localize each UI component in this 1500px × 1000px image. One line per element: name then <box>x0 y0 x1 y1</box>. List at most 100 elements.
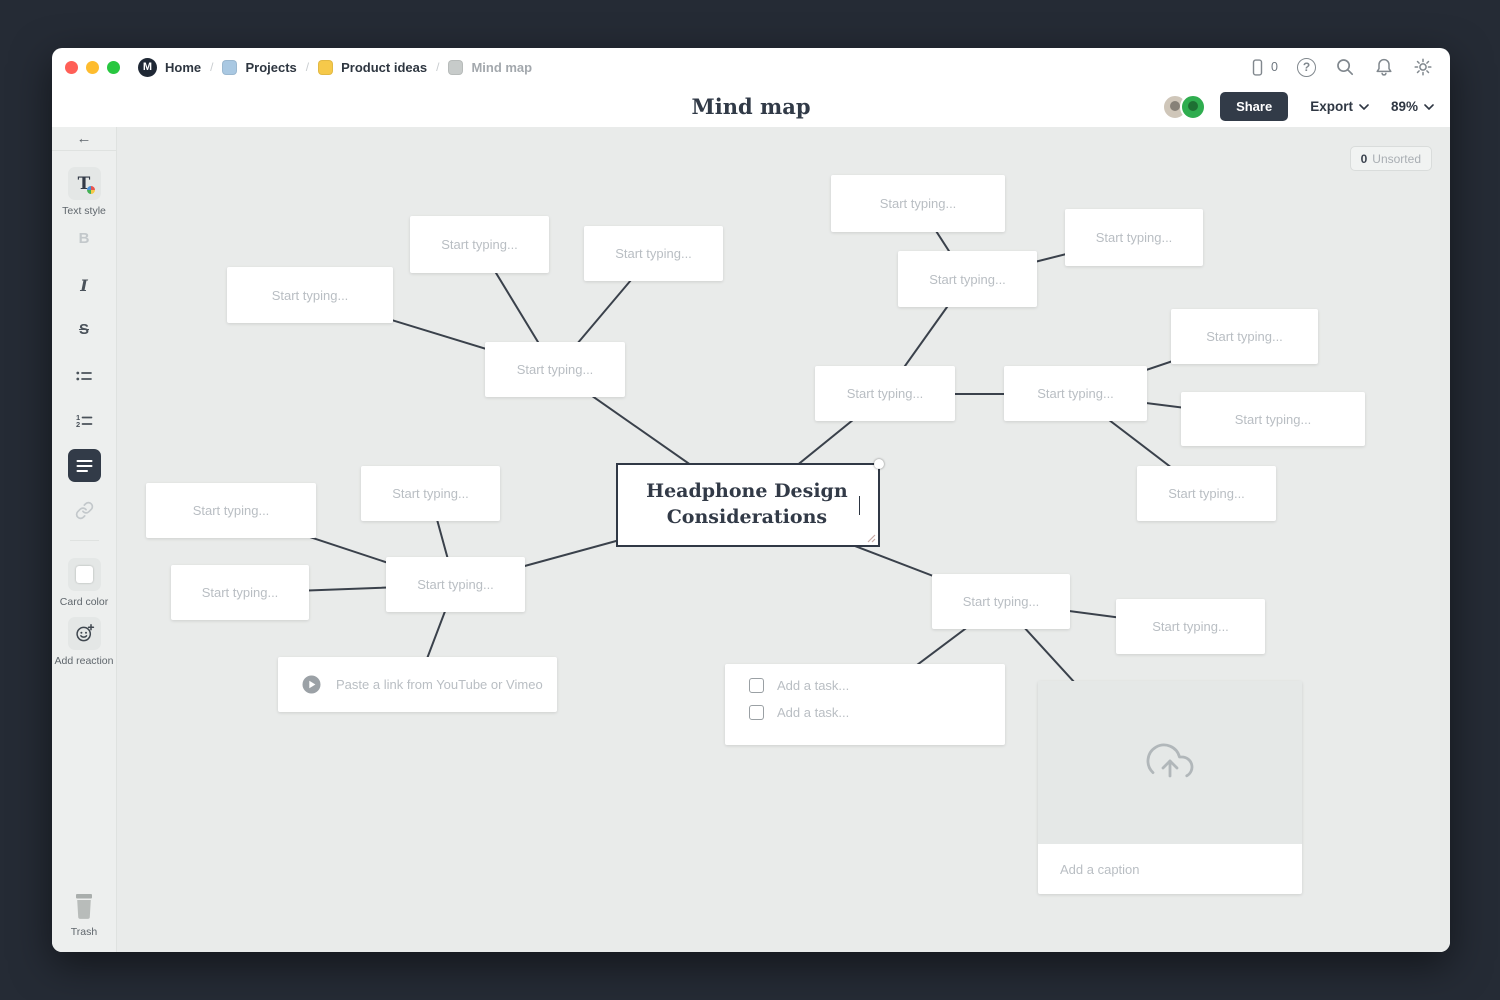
text-caret <box>858 495 860 515</box>
card-color-button[interactable]: Card color <box>52 558 116 608</box>
mindmap-node[interactable]: Start typing... <box>1181 392 1365 446</box>
breadcrumb-label: Home <box>165 59 202 75</box>
trash-label: Trash <box>70 926 98 938</box>
back-arrow-icon: ← <box>76 130 92 147</box>
board-icon <box>318 59 334 75</box>
help-icon[interactable]: ? <box>1297 57 1316 77</box>
text-style-button[interactable]: T Text style <box>52 167 116 217</box>
node-placeholder: Start typing... <box>879 196 957 211</box>
titlebar-icons: 0 ? <box>1248 57 1433 77</box>
mindmap-node[interactable]: Start typing... <box>584 226 723 281</box>
node-placeholder: Start typing... <box>962 594 1040 609</box>
window-minimize-button[interactable] <box>86 60 99 74</box>
add-reaction-icon <box>75 624 94 642</box>
mindmap-node[interactable]: Start typing... <box>1004 366 1147 421</box>
breadcrumb-item-mind-map[interactable]: Mind map <box>448 59 532 75</box>
breadcrumb-item-product-ideas[interactable]: Product ideas <box>318 59 428 75</box>
mindmap-node[interactable]: Start typing... <box>361 466 500 521</box>
mindmap-node[interactable]: Start typing... <box>146 483 316 538</box>
mindmap-node[interactable]: Start typing... <box>485 342 625 397</box>
node-placeholder: Start typing... <box>271 287 349 303</box>
window-zoom-button[interactable] <box>107 60 120 74</box>
mindmap-node[interactable]: Start typing... <box>227 267 393 323</box>
resize-handle-icon[interactable] <box>865 532 876 543</box>
mindmap-node[interactable]: Start typing... <box>410 216 549 273</box>
mindmap-canvas[interactable]: Start typing... Start typing... Start typi… <box>117 127 1450 952</box>
breadcrumb-separator: / <box>210 60 214 74</box>
bold-button[interactable]: B <box>52 230 116 247</box>
video-card[interactable]: Paste a link from YouTube or Vimeo <box>278 657 557 712</box>
breadcrumb-label: Product ideas <box>341 59 428 75</box>
italic-button[interactable]: I <box>52 276 116 295</box>
mindmap-node[interactable]: Start typing... <box>1065 209 1203 266</box>
task-placeholder[interactable]: Add a task... <box>777 705 850 720</box>
zoom-level: 89% <box>1390 99 1418 114</box>
settings-gear-icon[interactable] <box>1413 57 1433 77</box>
page-title: Mind map <box>691 94 811 119</box>
central-node[interactable]: Headphone Design Considerations <box>616 459 884 547</box>
chevron-down-icon <box>1424 103 1434 110</box>
bullet-list-icon <box>76 371 92 381</box>
central-node-text: Headphone Design Considerations <box>646 480 848 528</box>
mindmap-node[interactable]: Start typing... <box>171 565 309 620</box>
trash-button[interactable]: Trash <box>52 891 116 938</box>
add-reaction-label: Add reaction <box>54 655 114 667</box>
export-dropdown[interactable]: Export <box>1310 99 1369 114</box>
upload-card[interactable]: Add a caption <box>1038 681 1302 894</box>
mindmap-node[interactable]: Start typing... <box>932 574 1070 629</box>
node-placeholder: Start typing... <box>192 503 270 518</box>
breadcrumb-separator: / <box>305 60 310 74</box>
mindmap-node[interactable]: Start typing... <box>898 251 1037 307</box>
task-list: Add a task... Add a task... <box>749 678 1005 720</box>
task-card[interactable]: Add a task... Add a task... <box>725 664 1005 745</box>
header: Mind map Share Export 89% <box>52 86 1450 127</box>
video-url-placeholder[interactable]: Paste a link from YouTube or Vimeo <box>336 677 543 692</box>
avatar-green[interactable] <box>1180 93 1207 120</box>
task-checkbox[interactable] <box>749 705 764 720</box>
node-placeholder: Start typing... <box>392 486 469 501</box>
mindmap-node[interactable]: Start typing... <box>1171 309 1318 364</box>
mindmap-node[interactable]: Start typing... <box>386 557 525 612</box>
notifications-icon[interactable] <box>1374 57 1394 77</box>
breadcrumb-item-home[interactable]: M Home <box>138 57 202 77</box>
node-placeholder: Start typing... <box>929 271 1006 287</box>
upload-dropzone[interactable] <box>1038 681 1302 844</box>
collapse-sidebar-button[interactable]: ← <box>52 127 116 151</box>
task-placeholder[interactable]: Add a task... <box>777 678 850 693</box>
node-placeholder: Start typing... <box>1037 386 1114 401</box>
strikethrough-button[interactable]: S <box>52 321 116 338</box>
bullet-list-button[interactable] <box>52 367 116 385</box>
task-row: Add a task... <box>749 678 1005 693</box>
link-button[interactable] <box>52 501 116 520</box>
add-reaction-button[interactable]: Add reaction <box>52 617 116 667</box>
bold-icon: B <box>78 230 90 247</box>
task-checkbox[interactable] <box>749 678 764 693</box>
share-button[interactable]: Share <box>1220 92 1289 121</box>
app-logo-icon: M <box>138 57 157 77</box>
node-placeholder: Start typing... <box>417 577 494 592</box>
align-button[interactable] <box>52 449 116 482</box>
node-placeholder: Start typing... <box>516 362 594 377</box>
card-color-swatch <box>75 566 93 583</box>
mobile-icon <box>1252 58 1263 76</box>
unsorted-badge[interactable]: 0 Unsorted <box>1349 146 1432 171</box>
window-close-button[interactable] <box>65 60 78 74</box>
node-handle[interactable] <box>874 459 884 469</box>
node-placeholder: Start typing... <box>201 585 279 600</box>
zoom-level-dropdown[interactable]: 89% <box>1391 99 1434 114</box>
mindmap-node[interactable]: Start typing... <box>1116 599 1265 654</box>
node-placeholder: Start typing... <box>1152 619 1229 634</box>
mindmap-node[interactable]: Start typing... <box>831 175 1005 232</box>
breadcrumb-item-projects[interactable]: Projects <box>222 59 297 75</box>
mindmap-node[interactable]: Start typing... <box>1137 466 1276 521</box>
mobile-preview-button[interactable]: 0 <box>1248 58 1278 77</box>
caption-placeholder[interactable]: Add a caption <box>1060 861 1140 877</box>
board-icon <box>222 59 238 75</box>
italic-icon: I <box>80 276 88 295</box>
mindmap-node[interactable]: Start typing... <box>815 366 955 421</box>
search-icon[interactable] <box>1335 57 1355 77</box>
